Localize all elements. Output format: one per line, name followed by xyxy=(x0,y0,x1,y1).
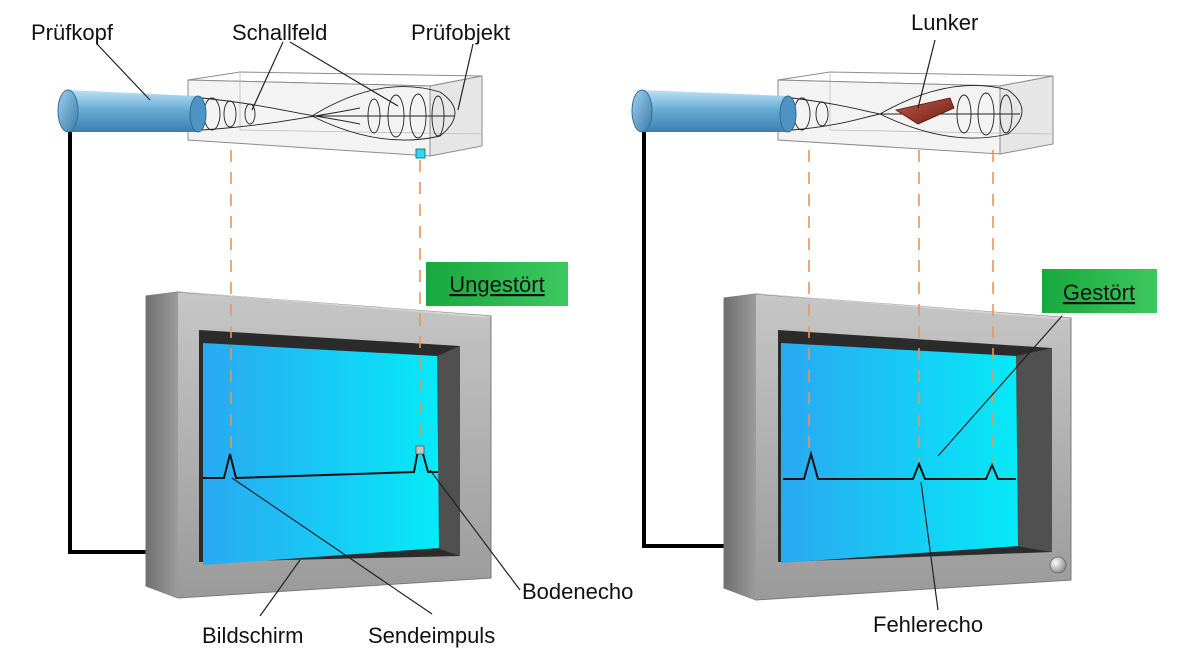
right-screen xyxy=(781,343,1018,563)
label-void: Lunker xyxy=(911,10,978,35)
right-monitor xyxy=(723,293,1072,601)
void-shape xyxy=(894,97,955,125)
left-setup: Ungestört Prüfkopf Schallfeld Prüfobjekt… xyxy=(31,20,633,648)
right-probe xyxy=(631,89,797,133)
right-trace xyxy=(783,450,1016,480)
undisturbed-badge-text: Ungestört xyxy=(449,272,544,297)
label-transmit-pulse: Sendeimpuls xyxy=(368,623,495,648)
right-probe-cable xyxy=(642,118,730,548)
left-probe xyxy=(57,89,207,133)
left-test-object xyxy=(187,71,483,157)
monitor-knob xyxy=(1049,556,1067,574)
label-probe: Prüfkopf xyxy=(31,20,114,45)
left-back-wall-marker xyxy=(415,148,426,159)
left-screen-marker xyxy=(415,445,425,455)
left-sound-field xyxy=(201,86,456,141)
left-probe-cable xyxy=(68,118,148,554)
disturbed-badge-text: Gestört xyxy=(1063,280,1135,305)
label-flaw-echo: Fehlerecho xyxy=(873,612,983,637)
label-screen: Bildschirm xyxy=(202,623,303,648)
label-back-echo: Bodenecho xyxy=(522,579,633,604)
left-trace xyxy=(203,449,438,480)
right-setup: Gestört Lunker Fehlerecho xyxy=(631,10,1157,637)
left-screen xyxy=(203,343,439,565)
disturbed-badge: Gestört xyxy=(1042,269,1157,313)
undisturbed-badge: Ungestört xyxy=(426,262,568,306)
label-sound-field: Schallfeld xyxy=(232,20,327,45)
left-monitor xyxy=(145,291,492,599)
label-test-object: Prüfobjekt xyxy=(411,20,510,45)
